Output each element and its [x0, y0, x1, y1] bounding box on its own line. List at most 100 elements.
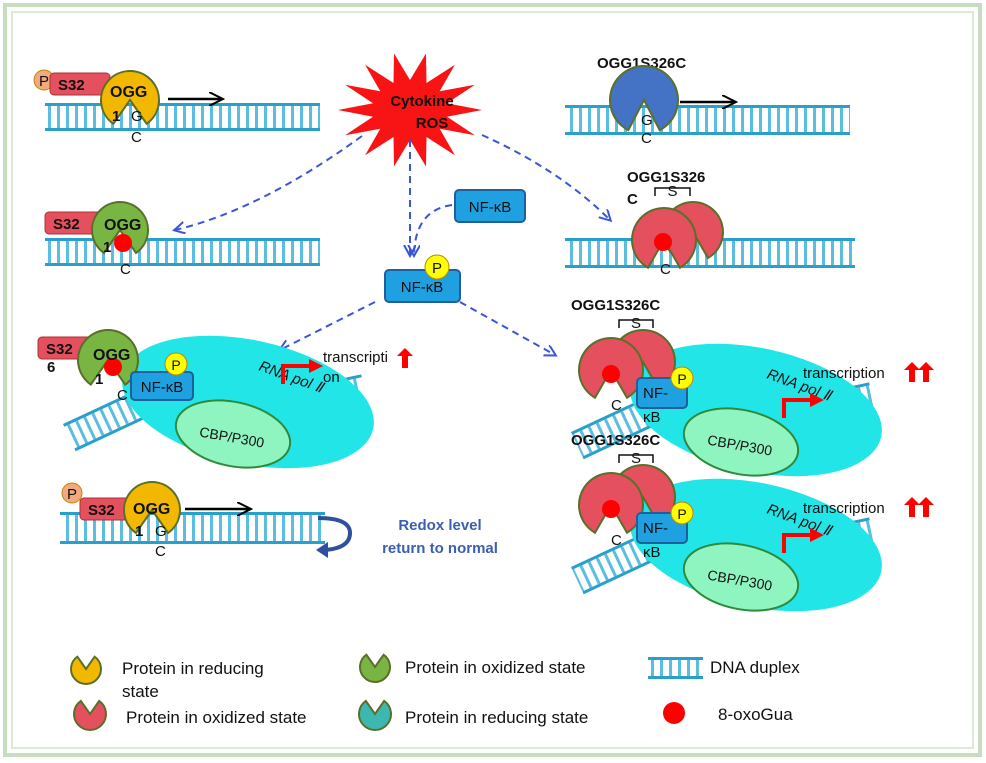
increase-arrow: [397, 348, 413, 368]
8-oxogua-dot: [602, 365, 620, 383]
stimulus-line2: ROS: [416, 115, 449, 132]
nfkb-label-2: κB: [643, 409, 661, 426]
8-oxogua-dot: [602, 500, 620, 518]
ogg1-green-protein: [91, 201, 149, 255]
nfkb-phospho-label: P: [432, 260, 442, 277]
base-g-label: G: [155, 523, 167, 540]
transcription-label: transcripti: [323, 349, 388, 366]
base-c-label: C: [117, 387, 128, 404]
dna-rungs: [45, 106, 320, 128]
transcription-start-arrow: [782, 398, 812, 418]
ogg-label: OGG: [133, 501, 170, 518]
nfkb-label: NF-: [643, 385, 668, 402]
transcription-label: transcription: [803, 500, 885, 517]
legend-yellow-protein-icon: [70, 655, 102, 685]
base-c-label: C: [611, 532, 622, 549]
dashed-arrow-to-left-complex: [280, 301, 376, 350]
phospho-circle: [670, 366, 694, 390]
dna-strand-bottom: [582, 553, 666, 595]
disulfide-s-label: S: [631, 450, 641, 467]
dna-top-right: [565, 105, 850, 135]
dna-strand-bottom: [565, 265, 855, 268]
ogg-1-label: 1: [135, 523, 143, 540]
legend-teal-protein-icon: [358, 699, 392, 731]
base-c-label: C: [641, 130, 652, 147]
dna-strand-bottom: [648, 676, 703, 679]
s32-tag-label: S32: [58, 77, 85, 94]
legend-yellow-label: Protein in reducing: [122, 659, 264, 678]
base-c-label: C: [660, 261, 671, 278]
phospho-circle: [164, 352, 188, 376]
disulfide-s-label: S: [667, 183, 677, 200]
dna-strand-top: [45, 103, 320, 106]
ogg-label: OGG: [93, 347, 130, 364]
cbp-p300: [682, 407, 800, 477]
8-oxogua-dot: [114, 234, 132, 252]
legend-8-oxogua-icon: [663, 702, 685, 724]
ogg1s326c-label-c: C: [627, 191, 638, 208]
inner-frame: [11, 11, 974, 749]
nfkb-label: NF-κB: [141, 379, 184, 396]
phospho-nfkb-label: NF-κB: [401, 279, 444, 296]
phospho-circle-label: P: [39, 73, 49, 90]
dna-strand-top: [62, 385, 146, 427]
dna-strand-bottom: [582, 418, 666, 460]
dna-strand-top: [648, 657, 703, 660]
increase-arrow-2: [918, 362, 934, 382]
dna-strand-bottom: [60, 541, 325, 544]
dna-strand-bottom: [565, 132, 850, 135]
return-cycle-arrow: [317, 516, 353, 552]
phospho-label: P: [677, 506, 686, 522]
dna-rungs: [648, 660, 703, 676]
dna-rungs: [45, 241, 320, 263]
s32-tag-label: S32: [46, 341, 73, 358]
base-c-label: C: [611, 397, 622, 414]
redox-label-2: return to normal: [382, 540, 498, 557]
ogg-label: OGG: [104, 217, 141, 234]
ogg-label: OGG: [110, 84, 147, 101]
dna-strand-top: [570, 528, 654, 570]
dashed-arrow-to-oxidized-ogg1: [175, 135, 363, 230]
nfkb-box: [130, 371, 194, 401]
ogg-1-label: 1: [95, 371, 103, 388]
legend-red-label: Protein in oxidized state: [126, 708, 307, 727]
disulfide-s-label: S: [631, 315, 641, 332]
dashed-arrow-nfkb-phospho: [414, 204, 453, 255]
cbp-p300: [682, 542, 800, 612]
redox-label-1: Redox level: [398, 517, 481, 534]
base-g-label: G: [641, 112, 653, 129]
legend-dna-label: DNA duplex: [710, 658, 800, 677]
dna-strand-bottom: [74, 410, 158, 452]
s32-tag-label: S32: [53, 216, 80, 233]
dna-strand-bottom: [45, 128, 320, 131]
transcription-start-arrow-head: [810, 528, 824, 542]
phospho-circle: [61, 482, 83, 504]
disulfide-bracket: [618, 454, 654, 463]
stimulus-line1: Cytokine: [390, 93, 453, 110]
dna-strand-top: [565, 105, 850, 108]
s32-6-label: 6: [47, 359, 55, 376]
transcription-start-arrow-head: [309, 359, 323, 373]
base-c-label: C: [131, 129, 142, 146]
phospho-circle-label: P: [67, 486, 77, 503]
legend-red-protein-icon: [73, 699, 107, 731]
8-oxogua-dot: [104, 358, 122, 376]
base-c-label: C: [120, 261, 131, 278]
disulfide-bracket: [654, 187, 691, 196]
legend-green-protein-icon: [359, 653, 391, 683]
cytokine-ros-burst: [338, 53, 482, 167]
ogg1s326c-label: OGG1S326: [627, 169, 705, 186]
ogg1-green-protein: [77, 329, 139, 386]
dashed-arrow-to-right-complex: [459, 301, 555, 355]
base-g-label: G: [131, 108, 143, 125]
dna-left-segment: [62, 385, 158, 452]
legend-oxo-label: 8-oxoGua: [718, 705, 793, 724]
ogg1s326c-label: OGG1S326C: [571, 297, 660, 314]
transcription-label: transcription: [803, 365, 885, 382]
legend-dna-icon: [648, 657, 703, 679]
ogg-1-label: 1: [103, 239, 111, 256]
phospho-label: P: [677, 371, 686, 387]
phospho-label: P: [171, 357, 180, 373]
dna-strand-top: [45, 238, 320, 241]
cbp-p300: [174, 399, 292, 469]
